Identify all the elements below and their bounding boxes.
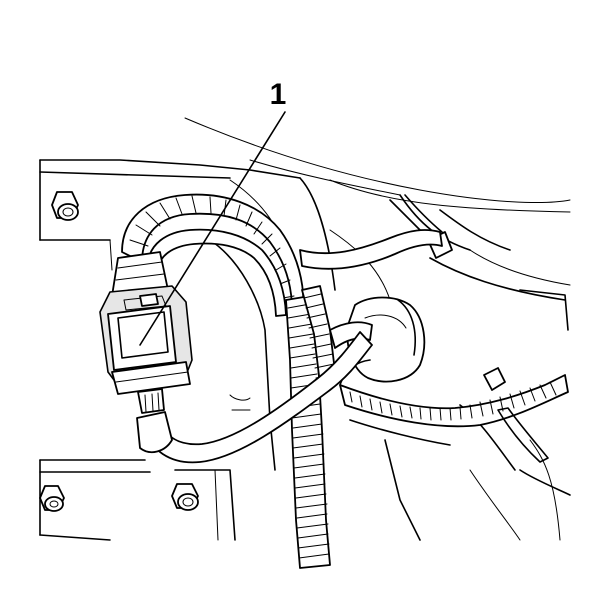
engine-cover	[184, 117, 571, 213]
hose-lower	[136, 331, 373, 464]
harness-right-run	[299, 229, 443, 349]
callout-leader-line	[139, 111, 286, 346]
bolt-upper-left	[51, 191, 79, 221]
mounting-plate-lower	[39, 459, 236, 541]
bolt-lower-middle	[171, 483, 199, 511]
harness-clip	[483, 367, 549, 463]
electrical-connector	[99, 251, 193, 414]
bolt-lower-left	[39, 485, 65, 512]
harness-vertical-corrugated	[285, 285, 337, 569]
callout-1: 1	[139, 78, 287, 346]
mounting-plate-upper	[39, 159, 301, 271]
callout-label-1: 1	[270, 78, 287, 111]
right-housing	[399, 194, 571, 541]
